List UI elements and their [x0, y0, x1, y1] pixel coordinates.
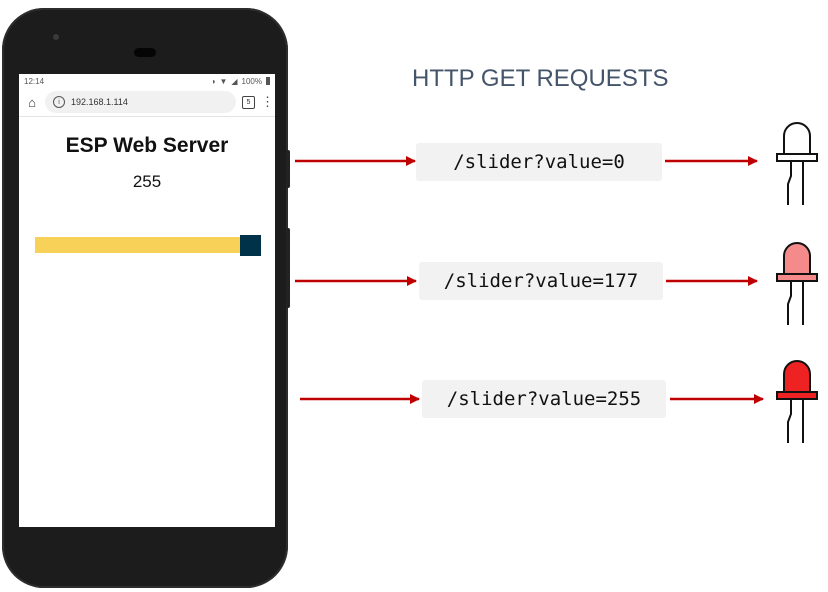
battery-percent: 100%	[241, 76, 262, 86]
slider-track[interactable]	[35, 237, 240, 253]
wifi-icon: ▼	[219, 76, 228, 86]
page-title: ESP Web Server	[65, 134, 229, 157]
phone-screen: 12:14 ◑ ▼ ◢ 100% ⌂ i 192.168.1.114 5 ⋮ E…	[19, 74, 275, 527]
brightness-slider[interactable]	[35, 235, 261, 256]
browser-address-bar: ⌂ i 192.168.1.114 5 ⋮	[19, 88, 275, 117]
url-text: 192.168.1.114	[71, 97, 128, 107]
status-icons: ◑ ▼ ◢ 100%	[211, 77, 270, 86]
status-bar: 12:14 ◑ ▼ ◢ 100%	[19, 74, 275, 88]
vibrate-icon: ◑	[210, 76, 216, 86]
tabs-count: 5	[246, 98, 251, 106]
led-icon-2	[776, 360, 818, 443]
led-icon-0	[776, 122, 818, 205]
status-time: 12:14	[24, 76, 45, 86]
tabs-icon[interactable]: 5	[242, 95, 255, 109]
led-icon-1	[776, 242, 818, 325]
home-icon[interactable]: ⌂	[28, 94, 36, 110]
phone-frame: 12:14 ◑ ▼ ◢ 100% ⌂ i 192.168.1.114 5 ⋮ E…	[2, 8, 290, 588]
signal-icon: ◢	[231, 76, 238, 86]
request-label-2: /slider?value=255	[422, 380, 666, 418]
phone-power-button	[286, 150, 290, 188]
slider-thumb[interactable]	[240, 235, 261, 256]
info-icon[interactable]: i	[53, 96, 65, 108]
battery-icon	[266, 77, 270, 85]
speaker-icon	[134, 48, 156, 57]
camera-icon	[53, 34, 59, 40]
phone-volume-button	[286, 228, 290, 308]
slider-value-text: 255	[132, 172, 162, 191]
request-label-0: /slider?value=0	[416, 143, 662, 181]
diagram-title: HTTP GET REQUESTS	[412, 65, 669, 92]
url-field[interactable]: i 192.168.1.114	[45, 91, 236, 113]
request-label-1: /slider?value=177	[419, 262, 663, 300]
